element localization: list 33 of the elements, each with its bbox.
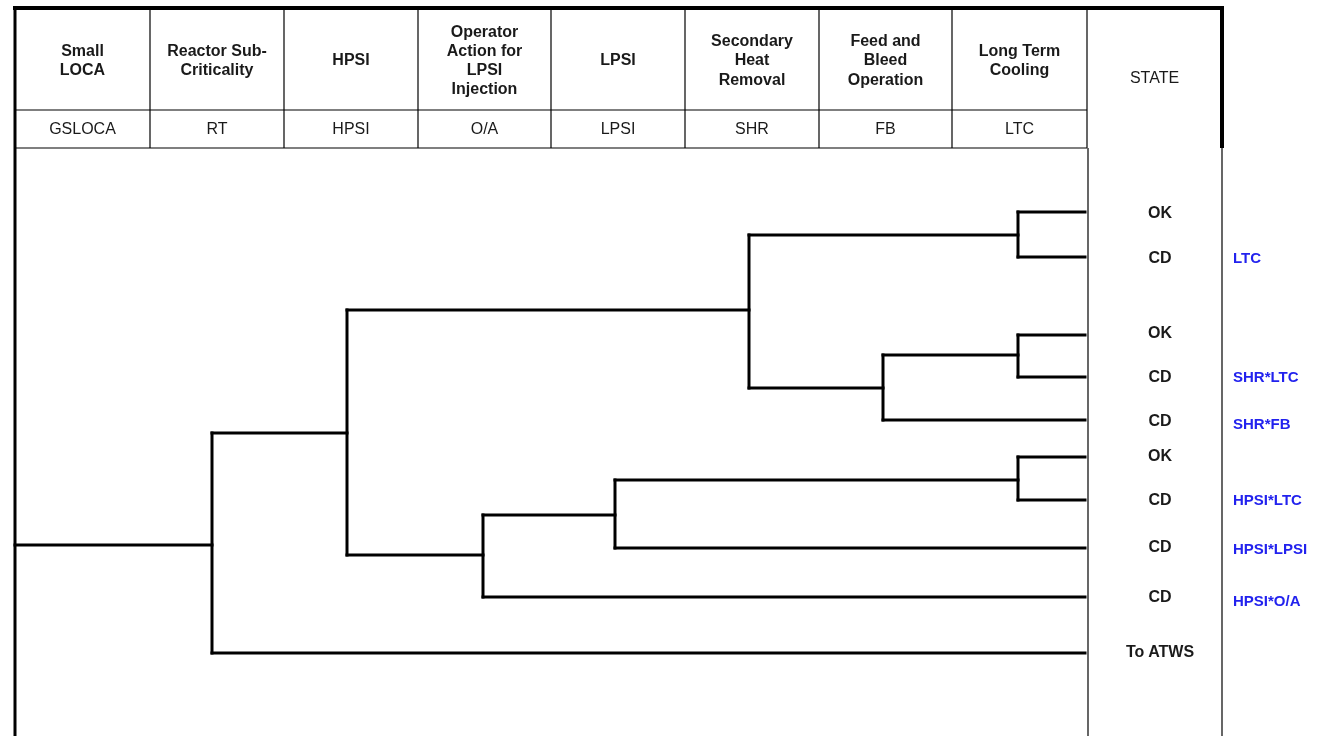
column-header: LPSI xyxy=(600,50,636,70)
end-state: OK xyxy=(1148,203,1172,223)
end-state: OK xyxy=(1148,323,1172,343)
column-header: Feed and Bleed Operation xyxy=(846,31,925,89)
state-column-header: STATE xyxy=(1129,68,1180,88)
column-code: O/A xyxy=(470,119,499,139)
column-code: LTC xyxy=(1004,119,1034,139)
sequence-label: HPSI*LPSI xyxy=(1233,540,1308,558)
end-state: CD xyxy=(1148,587,1172,607)
column-header: Reactor Sub-Criticality xyxy=(167,40,267,80)
column-header: Secondary Heat Removal xyxy=(710,31,794,89)
end-state: CD xyxy=(1148,367,1172,387)
sequence-label: SHR*LTC xyxy=(1233,368,1299,386)
end-state: CD xyxy=(1148,537,1172,557)
column-code: RT xyxy=(206,119,228,139)
column-code: HPSI xyxy=(332,119,370,139)
end-state: CD xyxy=(1148,248,1172,268)
column-code: GSLOCA xyxy=(49,119,116,139)
column-header: Small LOCA xyxy=(58,40,107,80)
column-code: LPSI xyxy=(600,119,636,139)
column-code: FB xyxy=(875,119,896,139)
sequence-label: HPSI*O/A xyxy=(1233,592,1301,610)
column-code: SHR xyxy=(735,119,769,139)
column-header: HPSI xyxy=(332,50,370,70)
column-header: Long Term Cooling xyxy=(977,40,1062,80)
end-state: OK xyxy=(1148,446,1172,466)
end-state: CD xyxy=(1148,490,1172,510)
sequence-label: HPSI*LTC xyxy=(1233,491,1302,509)
end-state: To ATWS xyxy=(1125,642,1195,662)
sequence-label: SHR*FB xyxy=(1233,415,1291,433)
end-state: CD xyxy=(1148,411,1172,431)
sequence-label: LTC xyxy=(1233,249,1262,267)
column-header: Operator Action for LPSI Injection xyxy=(445,21,524,99)
